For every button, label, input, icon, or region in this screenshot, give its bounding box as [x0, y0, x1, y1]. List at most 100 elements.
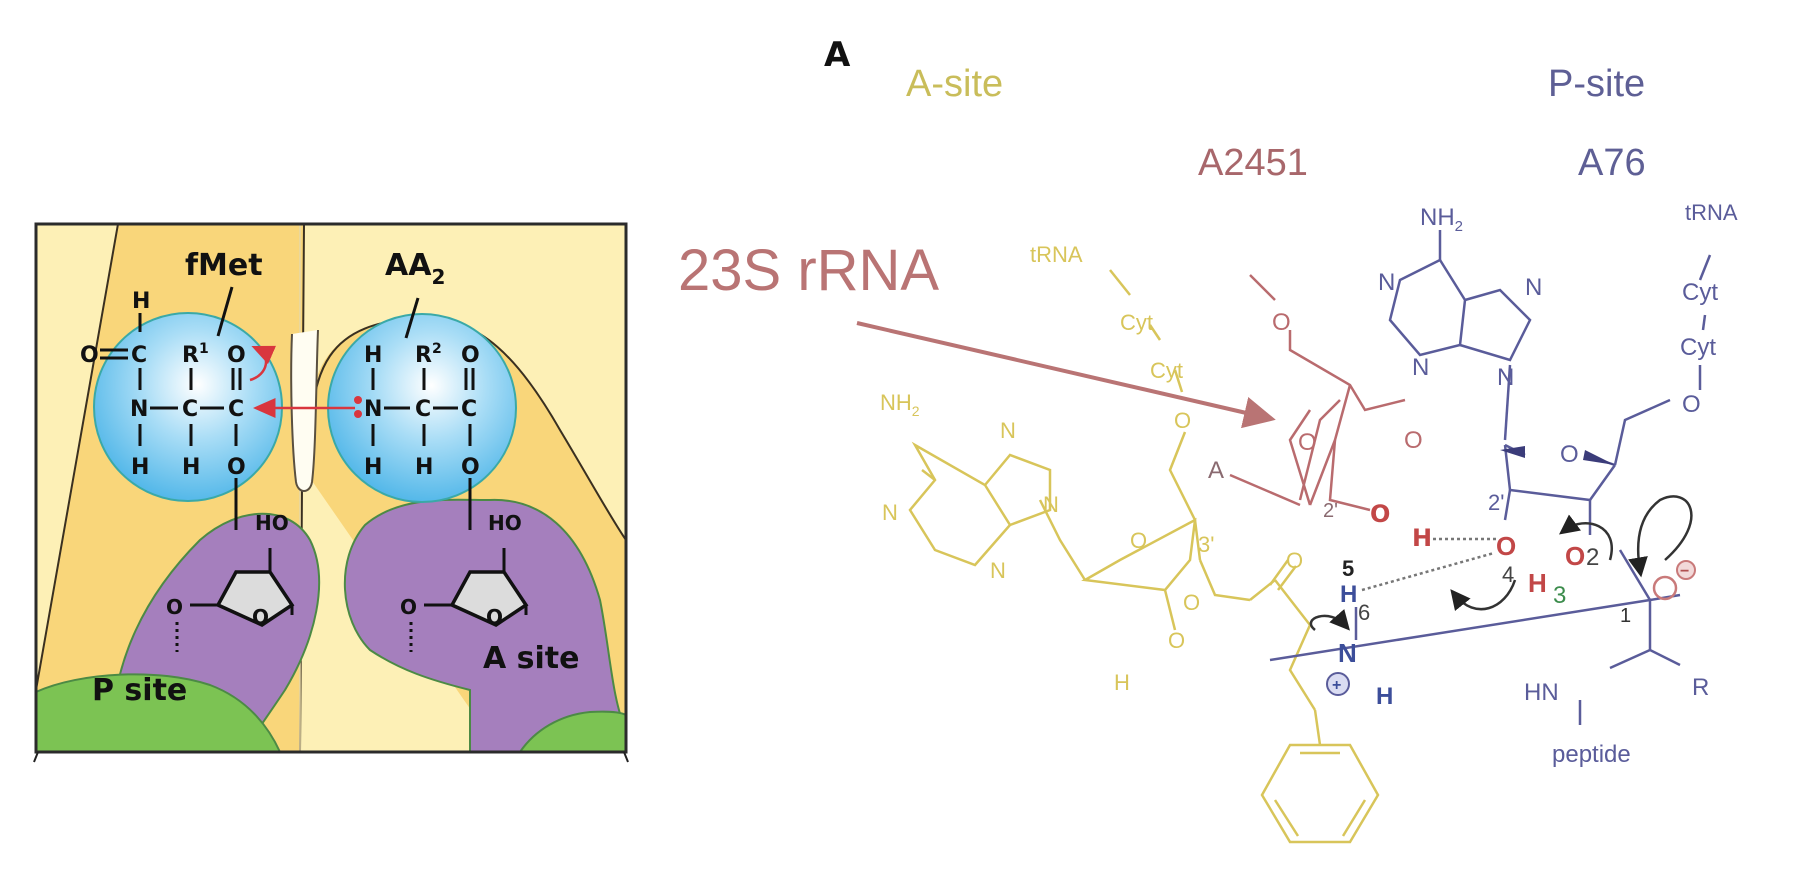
svg-text:N: N: [1378, 269, 1395, 296]
svg-text:HO: HO: [255, 511, 289, 535]
svg-text:O: O: [400, 595, 417, 619]
p-site-ribose: HO O O: [166, 511, 295, 652]
a-site-blob: [518, 710, 626, 752]
svg-text:N: N: [1497, 364, 1514, 391]
svg-text:C: C: [131, 343, 147, 368]
svg-text:O: O: [227, 455, 246, 480]
a2451-labels: O O O A 2' O H: [1208, 309, 1432, 552]
svg-text:N: N: [990, 558, 1006, 583]
svg-text:N: N: [364, 397, 382, 422]
svg-text:2': 2': [1323, 500, 1338, 522]
svg-text:−: −: [1680, 563, 1689, 580]
svg-text:O: O: [1174, 408, 1191, 433]
svg-text:Cyt: Cyt: [1150, 358, 1183, 383]
svg-text:2': 2': [1488, 490, 1504, 515]
svg-text:H: H: [415, 455, 433, 480]
svg-text:+: +: [1332, 677, 1341, 694]
svg-text:O: O: [1272, 309, 1291, 336]
svg-text:H: H: [1412, 524, 1432, 552]
svg-text:O: O: [486, 605, 503, 629]
svg-text:H: H: [364, 455, 382, 480]
svg-text:HO: HO: [488, 511, 522, 535]
svg-text:HN: HN: [1524, 679, 1559, 706]
a76-structure: [1269, 230, 1712, 725]
svg-text:O: O: [1183, 590, 1200, 615]
svg-text:A: A: [1208, 457, 1224, 484]
aa2-structure: H R2 O N C C H H O: [354, 341, 480, 530]
svg-text:H: H: [364, 343, 382, 368]
svg-text:O: O: [1565, 541, 1585, 571]
mechanism-arrows: [1309, 495, 1693, 631]
svg-text:tRNA: tRNA: [1685, 200, 1738, 225]
svg-text:N: N: [1412, 354, 1429, 381]
svg-text:O: O: [1130, 528, 1147, 553]
rrna-pointer-arrow: [856, 321, 1276, 429]
svg-text:N: N: [130, 397, 148, 422]
svg-text:H: H: [1528, 568, 1547, 598]
a-site-trna-structure: [908, 269, 1380, 844]
svg-text:O: O: [166, 595, 183, 619]
svg-text:H: H: [131, 455, 149, 480]
svg-text:N: N: [1000, 418, 1016, 443]
svg-text:N: N: [1338, 638, 1357, 668]
svg-text:O: O: [1286, 548, 1303, 573]
svg-text:O: O: [80, 343, 99, 368]
a76-heading: A76: [1578, 142, 1646, 184]
svg-text:C: C: [461, 397, 477, 422]
a2451-heading: A2451: [1198, 142, 1308, 184]
a-site-label: A site: [483, 641, 580, 676]
svg-text:O: O: [1168, 628, 1185, 653]
svg-text:O: O: [461, 455, 480, 480]
svg-text:1: 1: [1620, 605, 1631, 627]
aa2-label: AA2: [385, 248, 445, 289]
peptidyl-transfer-mechanism: A A-site P-site A2451 A76 23S rRNA: [678, 35, 1738, 844]
svg-text:O: O: [1404, 427, 1423, 454]
svg-text:N: N: [882, 500, 898, 525]
svg-text:5: 5: [1342, 556, 1354, 581]
svg-text:R2: R2: [415, 341, 442, 368]
svg-text:2: 2: [1586, 544, 1599, 571]
p-site-blob: [36, 673, 282, 752]
svg-text:Cyt: Cyt: [1120, 310, 1153, 335]
svg-text:O: O: [1496, 531, 1516, 561]
a2451-structure: [1229, 274, 1406, 512]
svg-text:R: R: [1692, 674, 1709, 701]
svg-text:Cyt: Cyt: [1682, 279, 1718, 306]
schematic-frame: [34, 222, 628, 754]
svg-text:C: C: [228, 397, 244, 422]
svg-text:O: O: [252, 605, 269, 629]
fmet-structure: H O C R1 O N C C H H O: [80, 289, 246, 530]
p-site-heading: P-site: [1548, 63, 1645, 105]
svg-text:C: C: [415, 397, 431, 422]
svg-text:tRNA: tRNA: [1030, 242, 1083, 267]
a76-labels: NH2 N N N N tRNA Cyt Cyt O O 2' HN R pep…: [1378, 200, 1738, 768]
p-site-label: P site: [92, 673, 187, 708]
svg-text:NH2: NH2: [1420, 204, 1463, 235]
svg-text:6: 6: [1358, 600, 1370, 625]
svg-text:NH2: NH2: [880, 390, 920, 419]
a-site-heading: A-site: [906, 63, 1003, 105]
rrna-annotation: 23S rRNA: [678, 238, 939, 303]
panel-letter: A: [824, 35, 851, 75]
ribosome-schematic: fMet AA2 H O C R1 O N C C H H: [33, 222, 629, 763]
svg-text:3: 3: [1553, 582, 1566, 609]
svg-text:N: N: [1525, 274, 1542, 301]
a-site-trna-labels: tRNA Cyt Cyt O NH2 N N N N O 3' O H O O: [880, 242, 1303, 695]
svg-text:O: O: [1682, 391, 1701, 418]
svg-text:Cyt: Cyt: [1680, 334, 1716, 361]
svg-text:O: O: [461, 343, 480, 368]
svg-text:H: H: [132, 289, 150, 314]
svg-text:O: O: [1560, 441, 1579, 468]
transition-state-labels: O O 2 4 H 3 1 − 5 H 6 N + H: [1326, 531, 1696, 710]
svg-text:O: O: [227, 343, 246, 368]
svg-text:N: N: [1043, 492, 1059, 517]
svg-text:H: H: [1114, 670, 1130, 695]
fmet-label: fMet: [185, 248, 263, 283]
svg-text:4: 4: [1502, 562, 1514, 587]
svg-text:3': 3': [1198, 532, 1214, 557]
svg-text:C: C: [182, 397, 198, 422]
svg-text:H: H: [1340, 581, 1357, 608]
svg-text:peptide: peptide: [1552, 741, 1631, 768]
svg-text:R1: R1: [182, 341, 209, 368]
